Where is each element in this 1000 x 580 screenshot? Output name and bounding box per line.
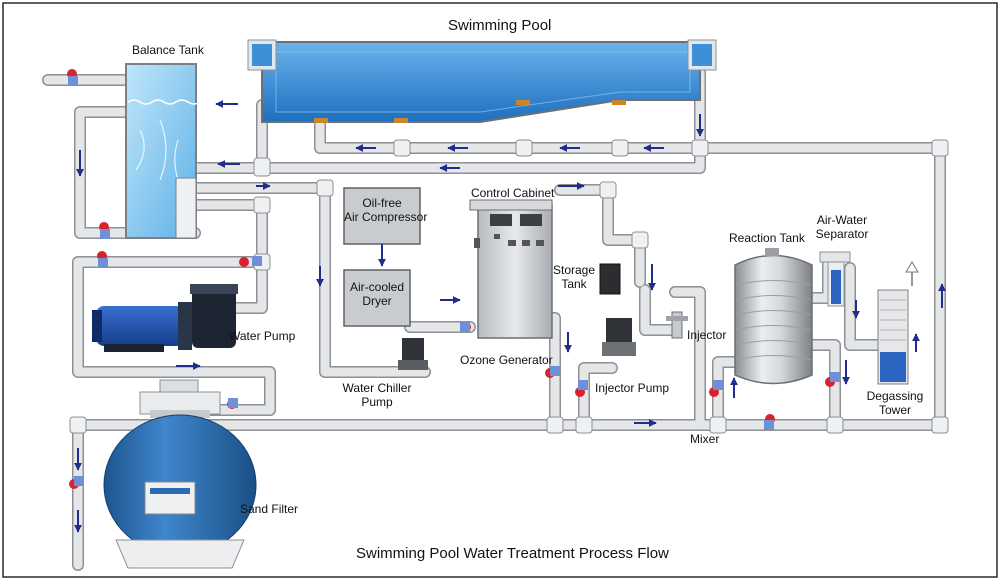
air-compressor-box — [343, 187, 421, 245]
water-pump — [92, 284, 238, 352]
air-dryer-line2: Dryer — [362, 293, 392, 308]
chiller-pump-line2: Pump — [361, 394, 393, 409]
reaction-tank-label: Reaction Tank — [729, 231, 805, 245]
ozone-generator-label: Ozone Generator — [460, 353, 553, 367]
water-pump-label: Water Pump — [229, 329, 296, 343]
air-compressor-line1: Oil-free — [362, 196, 402, 210]
degassing-tower — [877, 289, 909, 385]
water-chiller-pump — [398, 338, 428, 370]
separator-line2: Separator — [815, 226, 869, 241]
injector-label: Injector — [687, 328, 727, 342]
diagram-caption: Swimming Pool Water Treatment Process Fl… — [356, 545, 669, 562]
swimming-pool — [247, 39, 717, 123]
sand-filter — [103, 379, 257, 569]
injector-pump — [602, 318, 636, 356]
air-compressor-label: Oil-free Air Compressor — [344, 196, 428, 225]
degassing-tower-line1: Degassing — [866, 389, 924, 403]
air-water-separator — [819, 251, 851, 307]
ozone-generator-cabinet — [469, 199, 553, 339]
balance-tank — [125, 63, 201, 239]
separator-line1: Air-Water — [816, 213, 868, 227]
reaction-tank — [734, 248, 813, 385]
balance-tank-label: Balance Tank — [132, 43, 204, 57]
storage-tank-line2: Tank — [561, 276, 587, 291]
control-cabinet-label: Control Cabinet — [471, 186, 555, 200]
storage-tank-label: Storage Tank — [549, 263, 599, 292]
air-dryer-line1: Air-cooled — [349, 280, 405, 294]
storage-tank — [599, 263, 621, 295]
injector-pump-label: Injector Pump — [595, 381, 670, 395]
swimming-pool-label: Swimming Pool — [448, 17, 552, 34]
vent-arrow — [905, 261, 919, 286]
degassing-tower-line2: Tower — [878, 402, 911, 417]
valves — [67, 69, 840, 489]
air-dryer-box — [343, 269, 411, 327]
injector — [666, 311, 688, 339]
degassing-tower-label: Degassing Tower — [862, 389, 928, 418]
air-compressor-line2: Air Compressor — [344, 209, 428, 224]
chiller-pump-label: Water Chiller Pump — [336, 381, 418, 410]
separator-label: Air-Water Separator — [808, 213, 876, 242]
chiller-pump-line1: Water Chiller — [342, 381, 412, 395]
air-dryer-label: Air-cooled Dryer — [344, 280, 410, 309]
flow-arrows — [74, 100, 946, 533]
storage-tank-line1: Storage — [552, 263, 596, 277]
sand-filter-label: Sand Filter — [240, 502, 299, 516]
mixer-label: Mixer — [690, 432, 720, 446]
